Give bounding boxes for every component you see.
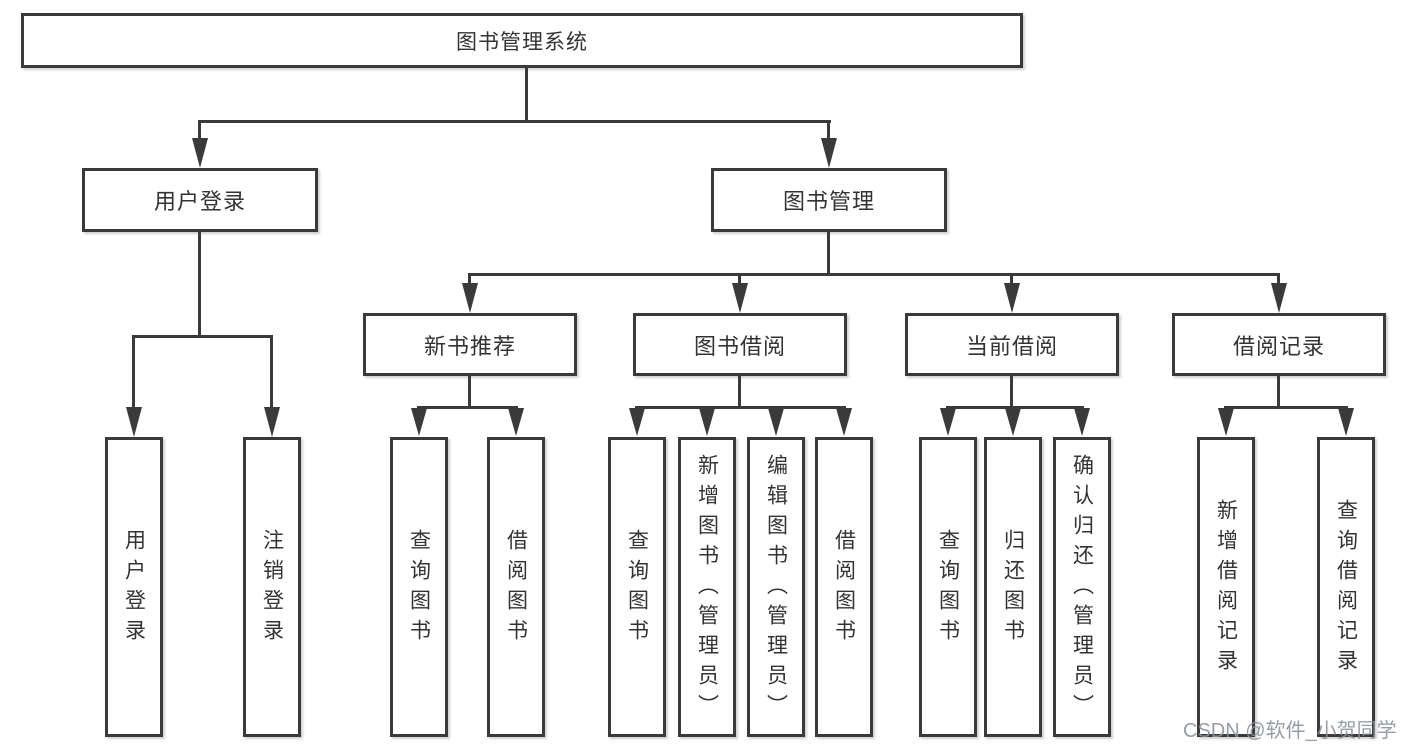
connector-l3-stem-recommend <box>468 273 471 286</box>
connector-login-down <box>198 232 201 338</box>
leaf-return-books: 归还图书 <box>984 437 1042 737</box>
arrow-to-leaf-add-books <box>699 408 715 436</box>
arrow-to-leaf-user-login <box>126 407 142 437</box>
node-root-library-system: 图书管理系统 <box>21 13 1023 68</box>
connector-login-bar <box>132 335 273 338</box>
arrow-to-leaf-add-record <box>1218 408 1234 436</box>
arrow-to-leaf-return-books <box>1005 408 1021 436</box>
node-user-login: 用户登录 <box>82 168 318 232</box>
leaf-query-books-borrow: 查询图书 <box>608 437 666 737</box>
node-book-management: 图书管理 <box>711 168 947 232</box>
connector-borrow-bar <box>635 406 846 409</box>
arrow-to-book-management <box>821 138 837 168</box>
leaf-confirm-return-admin: 确认归还（管理员） <box>1053 437 1111 737</box>
connector-l3-stem-borrow <box>738 273 741 286</box>
connector-l3-stem-records <box>1277 273 1280 286</box>
leaf-query-books-current: 查询图书 <box>919 437 977 737</box>
node-book-borrowing: 图书借阅 <box>633 313 847 376</box>
leaf-logout: 注销登录 <box>243 437 301 737</box>
arrow-to-leaf-query-record <box>1338 408 1354 436</box>
arrow-to-user-login <box>192 138 208 168</box>
connector-recommend-bar <box>417 406 518 409</box>
arrow-to-leaf-query-recommend <box>411 408 427 436</box>
node-borrowing-records: 借阅记录 <box>1172 313 1386 376</box>
leaf-add-borrow-record: 新增借阅记录 <box>1197 437 1255 737</box>
arrow-to-current-borrowing <box>1004 283 1020 313</box>
connector-l3-stem-current <box>1010 273 1013 286</box>
arrow-to-leaf-edit-books <box>768 408 784 436</box>
connector-mgmt-stem <box>827 120 830 140</box>
connector-current-bar <box>946 406 1084 409</box>
arrow-to-leaf-logout <box>264 407 280 437</box>
node-new-book-recommend: 新书推荐 <box>363 313 577 376</box>
arrow-to-leaf-query-current <box>940 408 956 436</box>
connector-records-down <box>1277 376 1280 409</box>
leaf-add-books-admin: 新增图书（管理员） <box>678 437 736 737</box>
csdn-watermark: CSDN @软件_小贺同学 <box>1183 720 1397 742</box>
leaf-query-borrow-record: 查询借阅记录 <box>1317 437 1375 737</box>
connector-login-stem <box>198 120 201 140</box>
leaf-query-books-recommend: 查询图书 <box>390 437 448 737</box>
leaf-edit-books-admin: 编辑图书（管理员） <box>747 437 805 737</box>
connector-records-bar <box>1224 406 1348 409</box>
arrow-to-leaf-borrow-books <box>836 408 852 436</box>
arrow-to-book-borrowing <box>732 283 748 313</box>
leaf-user-login: 用户登录 <box>105 437 163 737</box>
arrow-to-leaf-borrow-recommend <box>508 408 524 436</box>
connector-root-bar <box>198 120 831 123</box>
connector-recommend-down <box>468 376 471 409</box>
connector-borrow-down <box>738 376 741 409</box>
leaf-borrow-books-recommend: 借阅图书 <box>487 437 545 737</box>
leaf-borrow-books: 借阅图书 <box>815 437 873 737</box>
connector-root-stem <box>525 68 528 123</box>
connector-mgmt-down <box>827 232 830 276</box>
arrow-to-borrowing-records <box>1271 283 1287 313</box>
arrow-to-leaf-query-borrow <box>629 408 645 436</box>
connector-l3-bar <box>468 273 1280 276</box>
arrow-to-new-book-recommend <box>462 283 478 313</box>
connector-login-child-right <box>270 335 273 410</box>
connector-current-down <box>1010 376 1013 409</box>
connector-login-child-left <box>132 335 135 410</box>
node-current-borrowing: 当前借阅 <box>905 313 1119 376</box>
arrow-to-leaf-confirm-return <box>1074 408 1090 436</box>
